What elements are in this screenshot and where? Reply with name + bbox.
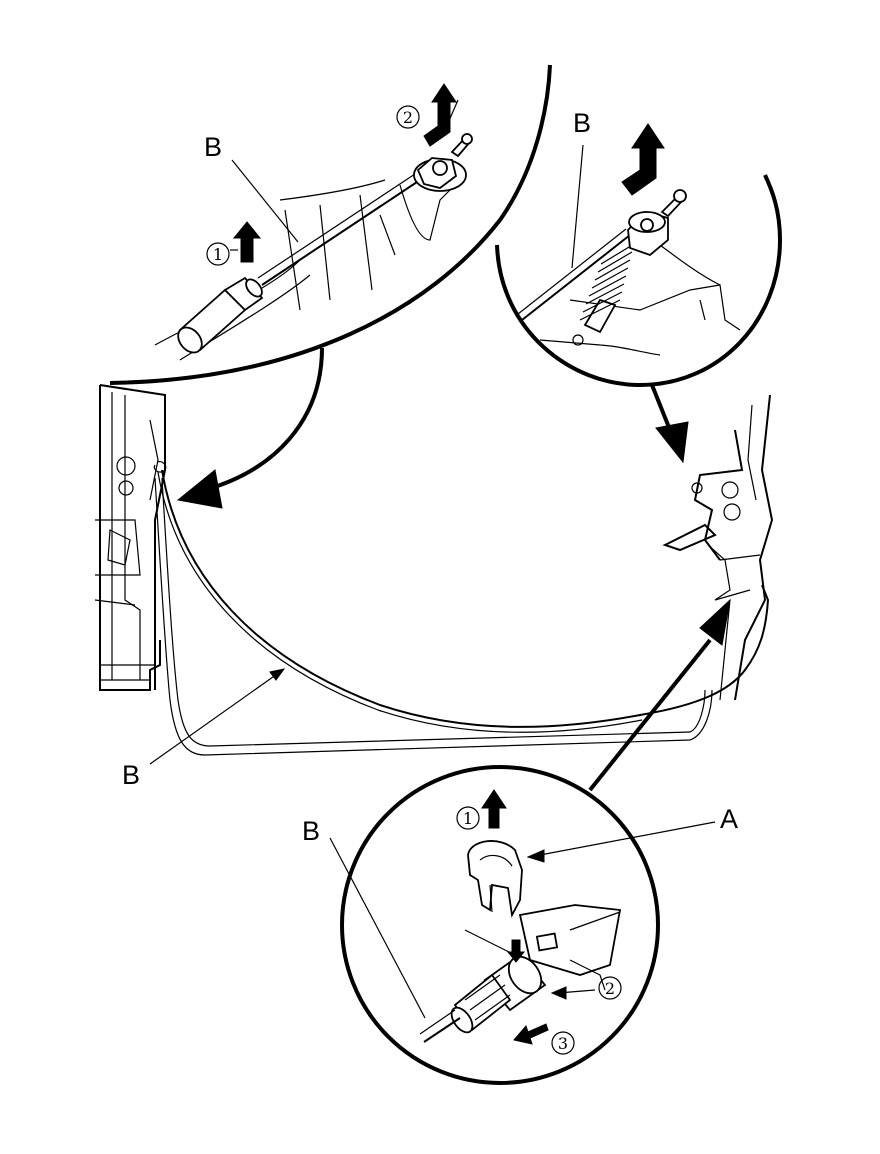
return-spring bbox=[572, 243, 635, 346]
label-b-top-left: B bbox=[204, 132, 222, 162]
leader-lines bbox=[149, 144, 716, 1019]
svg-text:2: 2 bbox=[403, 108, 413, 127]
cable-b bbox=[161, 469, 770, 728]
lift-arrow-2 bbox=[423, 83, 457, 147]
svg-text:1: 1 bbox=[463, 809, 473, 828]
svg-text:3: 3 bbox=[558, 1034, 568, 1053]
detail-top-left bbox=[109, 64, 552, 385]
clip-a bbox=[467, 840, 523, 918]
label-b-bottom: B bbox=[302, 816, 320, 846]
lift-arrow-right bbox=[621, 123, 665, 196]
detail-top-right bbox=[495, 123, 783, 388]
vehicle-frame bbox=[94, 384, 774, 756]
svg-text:1: 1 bbox=[213, 245, 223, 264]
svg-text:2: 2 bbox=[605, 979, 615, 998]
clip-up-arrow-1 bbox=[481, 789, 507, 829]
pull-up-arrow-1 bbox=[232, 221, 262, 263]
step-marker-2-bottom: 2 bbox=[598, 976, 622, 1000]
left-pillar bbox=[94, 384, 166, 691]
step-marker-2-top-left: 2 bbox=[396, 105, 420, 129]
label-b-main: B bbox=[122, 760, 140, 790]
label-b-top-right: B bbox=[573, 108, 591, 138]
pull-out-arrow-3 bbox=[513, 1023, 549, 1045]
label-a-clip: A bbox=[720, 804, 738, 834]
pointer-arrow-bottom bbox=[588, 638, 712, 792]
pointer-arrow-left bbox=[204, 347, 324, 492]
lower-frame bbox=[154, 477, 713, 756]
right-pillar bbox=[662, 394, 774, 701]
detail-bottom bbox=[340, 765, 660, 1085]
pointer-arrow-right bbox=[650, 384, 672, 431]
step-marker-1-bottom: 1 bbox=[456, 806, 480, 830]
step-marker-3-bottom: 3 bbox=[551, 1031, 575, 1055]
step-marker-1-top-left: 1 bbox=[206, 242, 230, 266]
